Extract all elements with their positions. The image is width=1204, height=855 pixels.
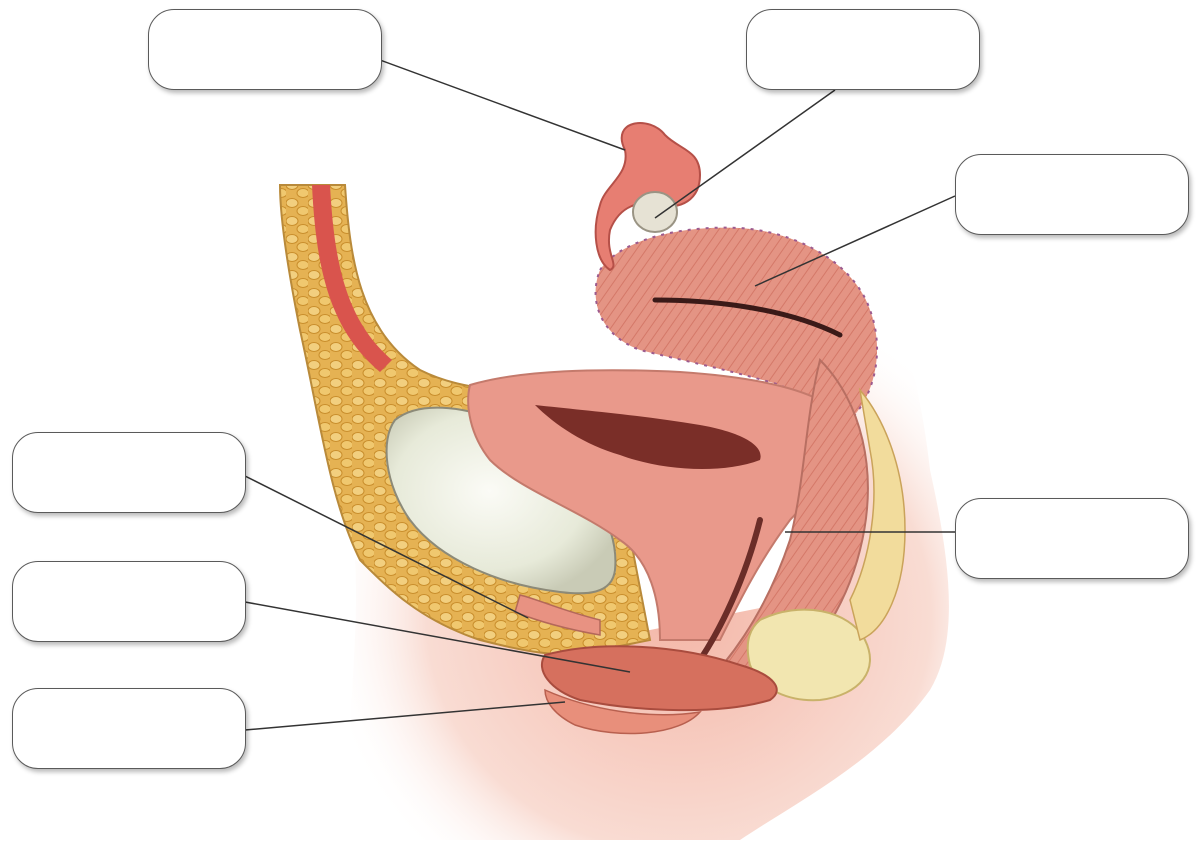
label-box-ovary[interactable]	[746, 9, 980, 90]
label-box-labium[interactable]	[12, 688, 246, 769]
label-box-clitoris[interactable]	[12, 561, 246, 642]
label-box-uterus[interactable]	[955, 154, 1189, 235]
ovary-shape	[633, 192, 677, 232]
label-box-urethra[interactable]	[12, 432, 246, 513]
label-box-vagina[interactable]	[955, 498, 1189, 579]
label-box-uterine-tube[interactable]	[148, 9, 382, 90]
leader-uterine-tube	[380, 60, 625, 150]
